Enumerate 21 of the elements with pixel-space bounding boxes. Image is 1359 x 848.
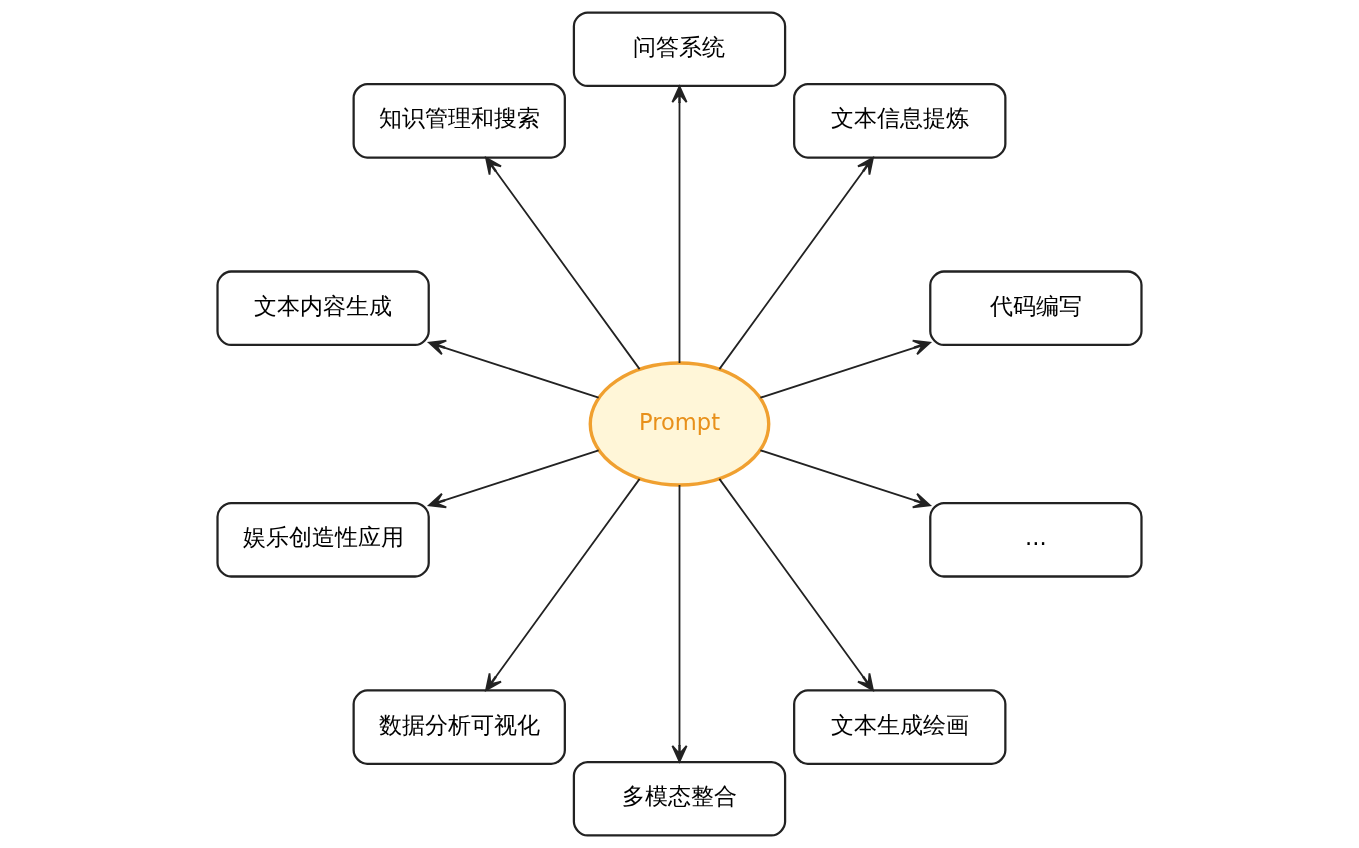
node-box: 娱乐创造性应用 — [216, 501, 430, 578]
node-box: 问答系统 — [572, 11, 787, 88]
node-box: 文本生成绘画 — [793, 689, 1007, 765]
arrow — [485, 156, 641, 370]
node-ellipse: Prompt — [588, 361, 771, 487]
arrow — [671, 85, 688, 364]
node-box: ... — [929, 501, 1143, 578]
node-box: 多模态整合 — [572, 760, 787, 837]
node-box: 文本信息提炼 — [793, 83, 1007, 159]
arrow — [428, 449, 600, 509]
arrow — [671, 484, 688, 763]
node-box: 文本内容生成 — [216, 270, 430, 347]
node-box: 代码编写 — [929, 270, 1143, 347]
node-box: 数据分析可视化 — [352, 689, 566, 765]
arrow — [428, 339, 600, 399]
node-box: 知识管理和搜索 — [352, 83, 566, 159]
arrow — [759, 449, 931, 509]
arrow — [718, 156, 874, 370]
arrow — [718, 478, 874, 692]
arrow — [759, 339, 931, 399]
arrow — [485, 478, 641, 692]
